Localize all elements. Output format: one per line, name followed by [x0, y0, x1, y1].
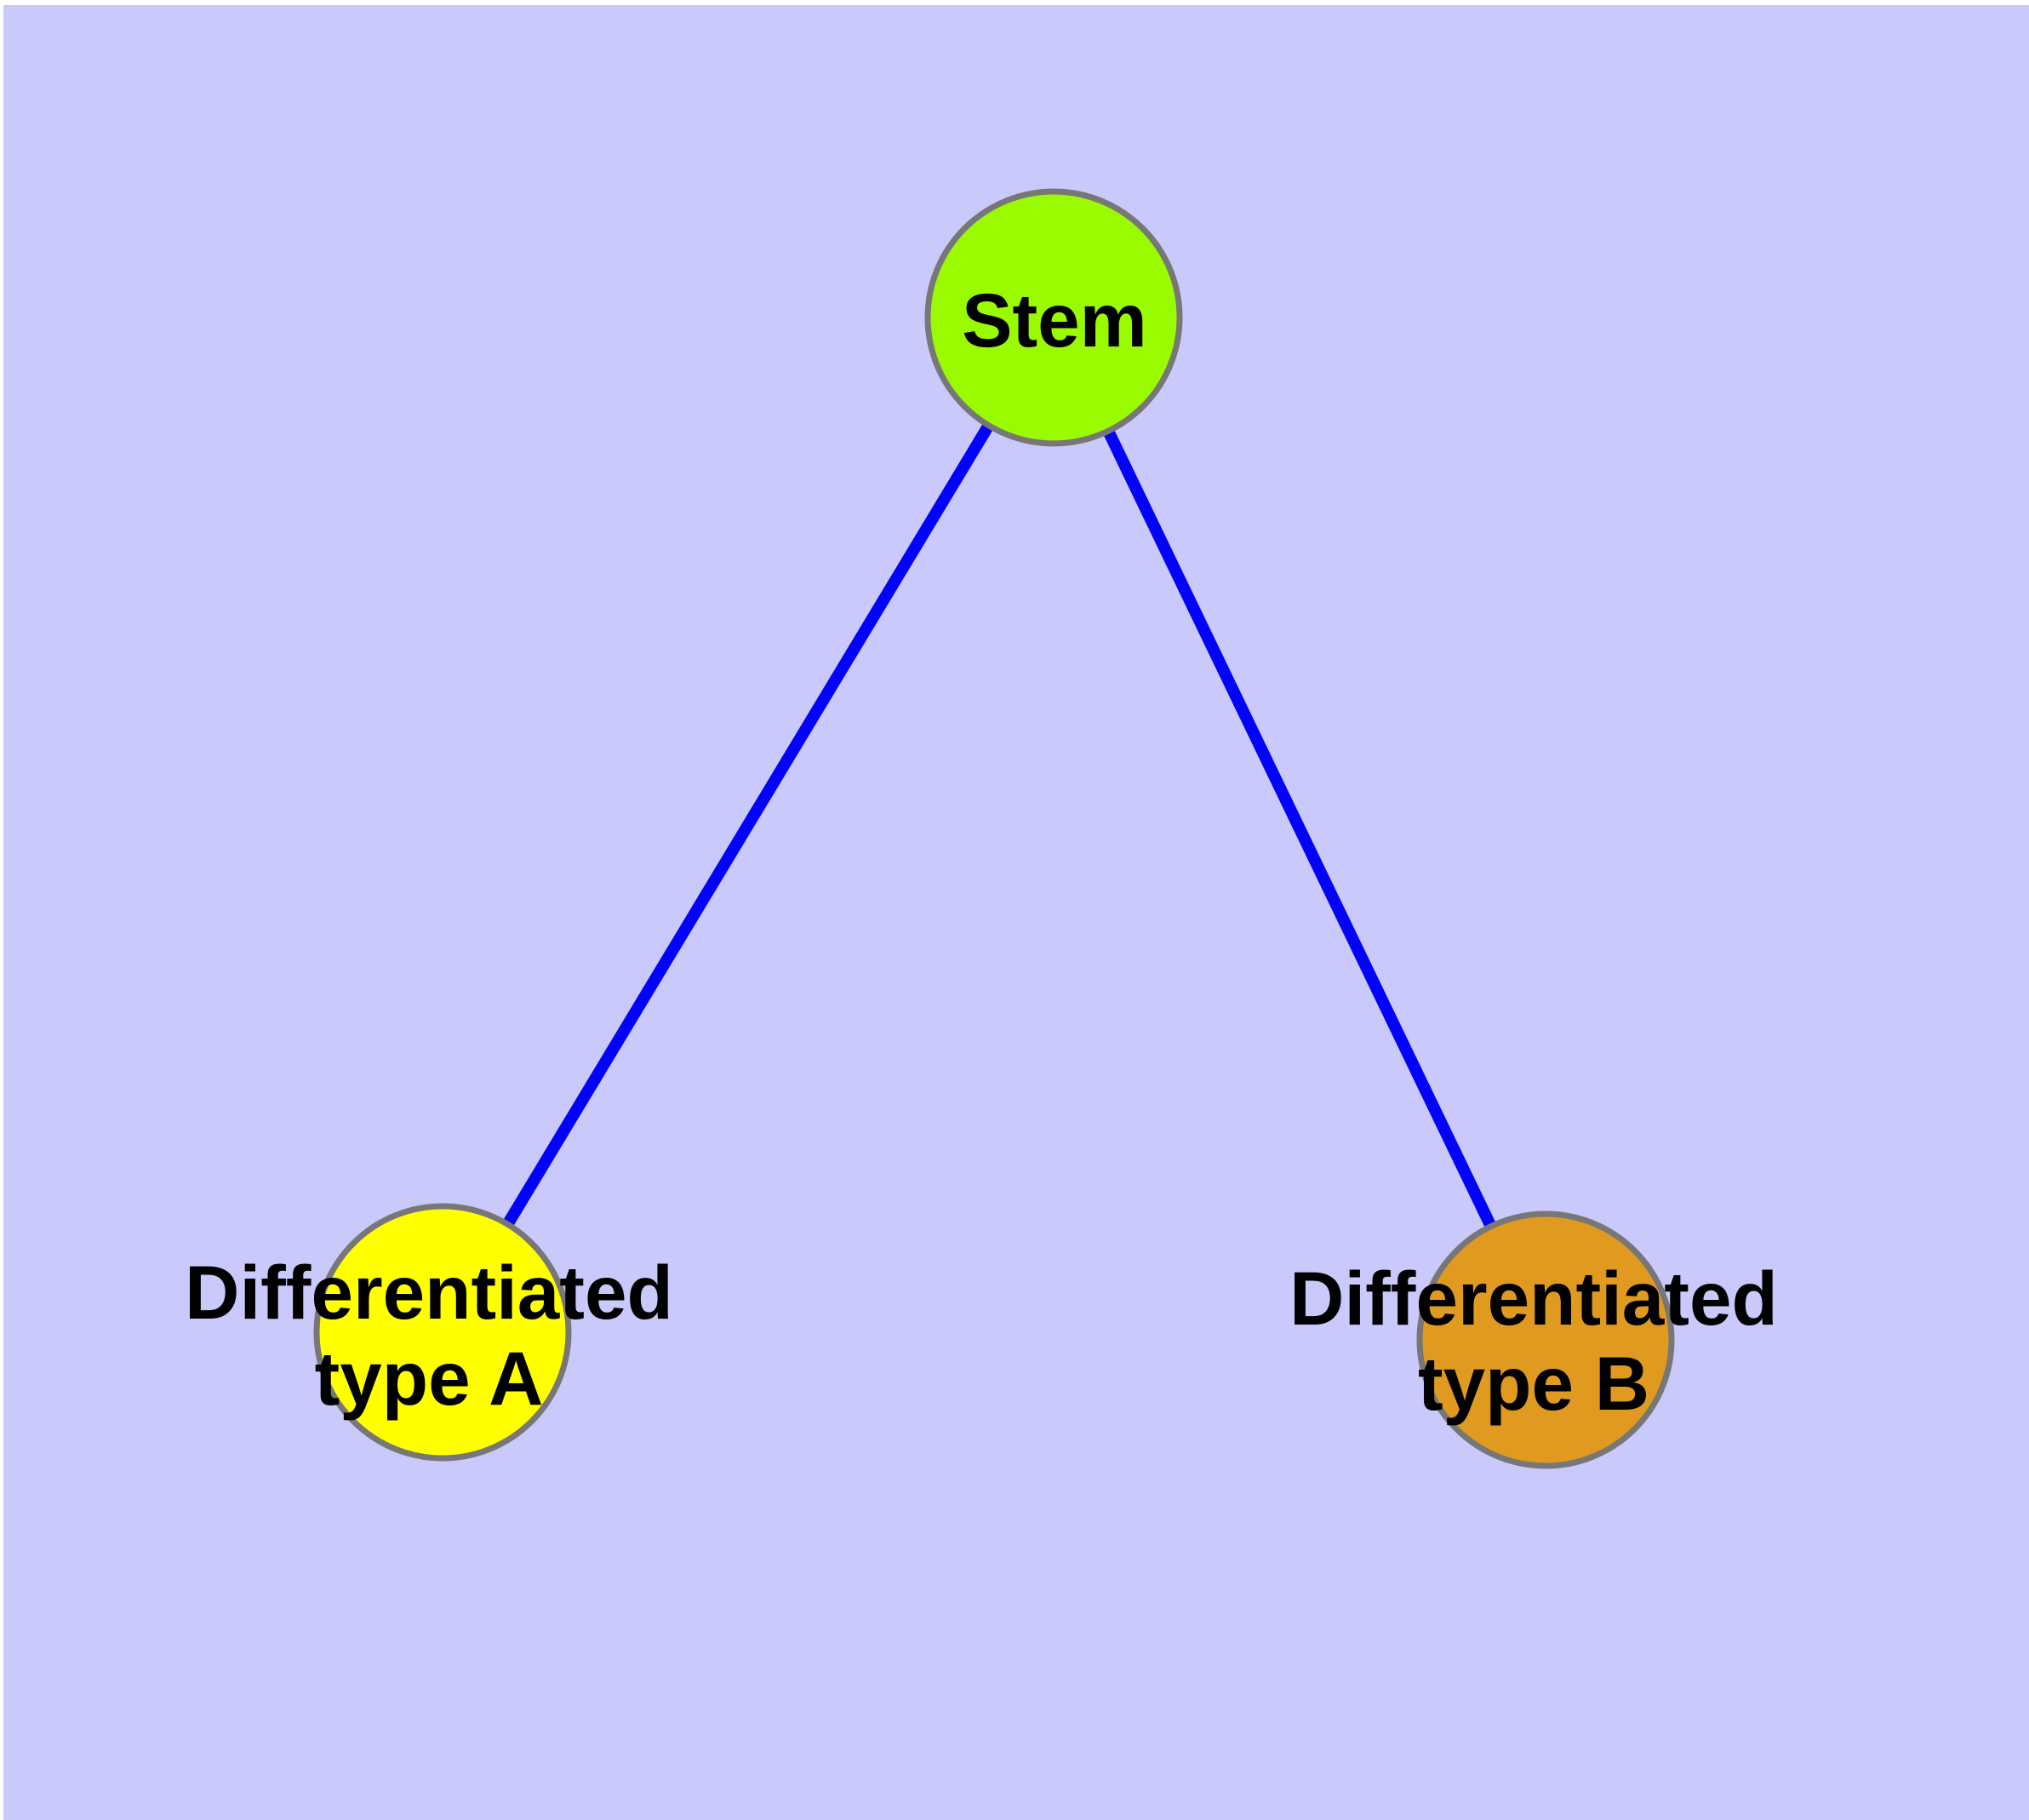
node-type-a-label-line-1: Differentiated [185, 1250, 673, 1335]
node-stem-circle [924, 188, 1183, 447]
edge-stem-to-type-a [437, 314, 1059, 1336]
edge-stem-to-type-b [1048, 314, 1552, 1343]
node-type-b-label-line-2: type B [1418, 1341, 1649, 1426]
node-type-a-label-line-2: type A [315, 1336, 544, 1421]
node-type-b-label-line-1: Differentiated [1289, 1256, 1778, 1341]
node-type-b-circle [1416, 1210, 1675, 1469]
node-stem-label: Stem [962, 278, 1147, 363]
node-type-a-circle [313, 1203, 572, 1462]
